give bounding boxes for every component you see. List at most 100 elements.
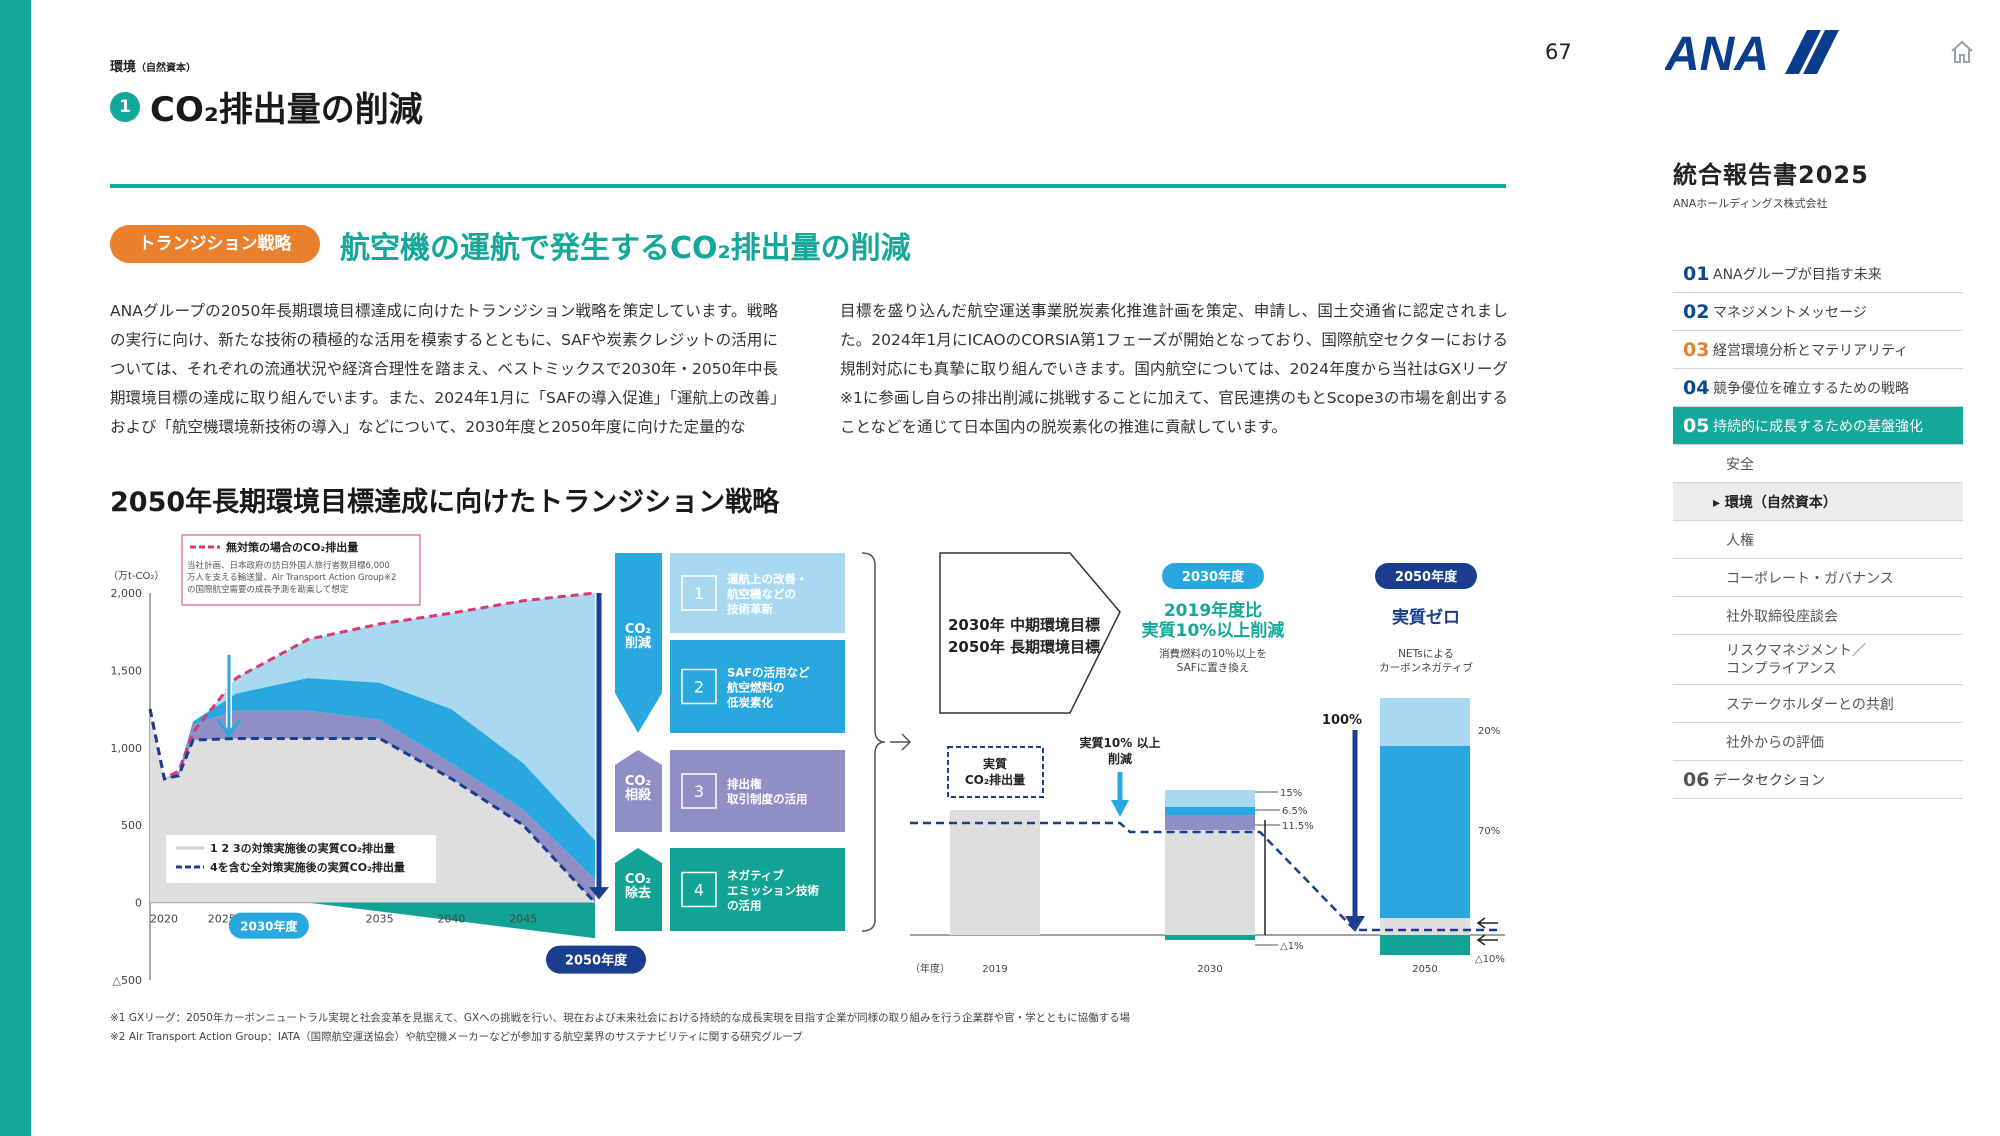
title-number-badge: 1	[110, 92, 140, 122]
sidebar-item-5[interactable]: 安全	[1673, 445, 1963, 483]
sidebar-item-label: ANAグループが目指す未来	[1713, 266, 1882, 283]
y-tick-label: 500	[121, 819, 142, 832]
net-label: CO₂排出量	[965, 772, 1025, 787]
category-label: 低炭素化	[726, 696, 773, 710]
stack-2030-label: 11.5%	[1282, 821, 1314, 832]
y-tick-label: 0	[135, 897, 142, 910]
sidebar-item-10[interactable]: リスクマネジメント／ コンプライアンス	[1673, 635, 1963, 685]
bar-2030-efficiency	[1165, 790, 1255, 807]
reduction-arrow-head	[216, 719, 242, 739]
target-2030-text: 実質10%以上削減	[1142, 620, 1285, 641]
sidebar-item-label: コーポレート・ガバナンス	[1726, 570, 1894, 587]
category-number-box	[681, 773, 717, 809]
bar-2050-efficiency	[1380, 698, 1470, 746]
sidebar-item-8[interactable]: コーポレート・ガバナンス	[1673, 559, 1963, 597]
page-title: CO₂排出量の削減	[150, 90, 423, 130]
net-label-box	[947, 746, 1044, 798]
bar-2030-saf	[1165, 807, 1255, 815]
area-saf	[150, 678, 595, 880]
badge-2030-label: 2030年度	[1182, 569, 1245, 585]
category-group-label: 削減	[625, 635, 651, 651]
category-label: の活用	[727, 899, 762, 913]
sidebar-item-number: 02	[1683, 300, 1710, 323]
category-group-label: CO₂	[625, 774, 651, 789]
badge-2030	[1162, 563, 1264, 589]
category-number: 2	[694, 678, 704, 697]
sidebar-item-label: 競争優位を確立するための戦略	[1713, 380, 1909, 397]
legend-solid-label: 1 2 3の対策実施後の実質CO₂排出量	[210, 841, 395, 855]
net-trajectory-line	[910, 821, 1500, 932]
sidebar-item-7[interactable]: 人権	[1673, 521, 1963, 559]
sidebar-item-12[interactable]: 社外からの評価	[1673, 723, 1963, 761]
legend-note-line: 当社計画、日本政府の訪日外国人旅行者数目標6,000	[187, 560, 390, 571]
page-number: 67	[1545, 40, 1572, 64]
stack-2030-label: 15%	[1280, 788, 1302, 799]
category-chevron	[615, 750, 662, 832]
headline: 航空機の運航で発生するCO₂排出量の削減	[340, 231, 911, 266]
long-arrow-head	[589, 887, 609, 900]
category-number-box	[681, 668, 717, 705]
sidebar-item-label: ▸ 環境（自然資本）	[1713, 494, 1837, 511]
y-tick-label: 1,000	[111, 742, 143, 755]
bar-category-label: 2030	[1197, 964, 1222, 975]
category-label: 運航上の改善・	[727, 572, 808, 586]
bar-2030-offset	[1165, 815, 1255, 830]
category-label: 排出権	[727, 777, 762, 791]
legend-note-line: の国際航空需要の成長予測を勘案して想定	[187, 584, 349, 595]
legend-dashed-label: 4を含む全対策実施後の実質CO₂排出量	[210, 860, 405, 874]
category-label: 技術革新	[727, 602, 773, 616]
x-axis-label: （年度）	[910, 962, 950, 975]
sidebar-item-label: 経営環境分析とマテリアリティ	[1713, 342, 1909, 359]
x-tick-label: 2025	[208, 913, 236, 926]
target-2030-text: 2019年度比	[1164, 600, 1262, 621]
report-title: 統合報告書2025	[1673, 161, 1869, 189]
home-icon[interactable]	[1948, 38, 1976, 70]
sidebar-item-label: 持続的に成長するための基盤強化	[1713, 418, 1923, 435]
ana-logo[interactable]: ANA	[1664, 28, 1840, 81]
category-box	[670, 848, 845, 931]
sidebar-item-label: 人権	[1726, 532, 1754, 549]
bar-2019	[950, 810, 1040, 935]
logo-text: ANA	[1665, 30, 1769, 74]
sidebar-item-number: 06	[1683, 768, 1710, 791]
legend-note-box	[181, 534, 421, 606]
reduction-arrow-2030-head	[1111, 800, 1129, 817]
badge-2050	[1375, 563, 1477, 589]
left-accent-bar	[0, 0, 31, 1136]
title-divider	[110, 184, 1506, 188]
bar-2050-removal	[1380, 935, 1470, 955]
category-bracket	[861, 552, 886, 932]
sidebar-item-number: 04	[1683, 376, 1710, 399]
bar-category-label: 2050	[1412, 964, 1437, 975]
sidebar-item-label: マネジメントメッセージ	[1713, 304, 1867, 321]
legend-note-line: 万人を支える輸送量、Air Transport Action Group※2	[187, 572, 396, 583]
sidebar-item-number: 05	[1683, 414, 1710, 437]
line-all-measures	[148, 708, 597, 904]
category-box	[670, 640, 845, 733]
sidebar-item-11[interactable]: ステークホルダーとの共創	[1673, 685, 1963, 723]
target-2050-note: NETsによる	[1398, 648, 1454, 660]
sidebar-item-9[interactable]: 社外取締役座談会	[1673, 597, 1963, 635]
arrow-2050-a	[1476, 917, 1498, 929]
category-number: 4	[694, 881, 704, 900]
x-tick-label: 2040	[437, 913, 465, 926]
arrow-label: 実質10% 以上	[1080, 735, 1161, 750]
category-label: エミッション技術	[727, 884, 819, 898]
target-label-line: 2030年 中期環境目標	[948, 616, 1100, 634]
category-group-label: 除去	[625, 885, 651, 901]
sidebar-item-label: ステークホルダーとの共創	[1726, 696, 1894, 713]
body-paragraph-left: ANAグループの2050年長期環境目標達成に向けたトランジション戦略を策定してい…	[110, 302, 778, 436]
category-chevron	[615, 848, 662, 931]
y-tick-label: 2,000	[111, 587, 143, 600]
arrow-2050-b	[1476, 934, 1498, 946]
sidebar-item-6[interactable]: ▸ 環境（自然資本）	[1673, 483, 1963, 521]
stack-2050-label: 20%	[1478, 726, 1500, 737]
legend-note-title: 無対策の場合のCO₂排出量	[226, 540, 358, 554]
